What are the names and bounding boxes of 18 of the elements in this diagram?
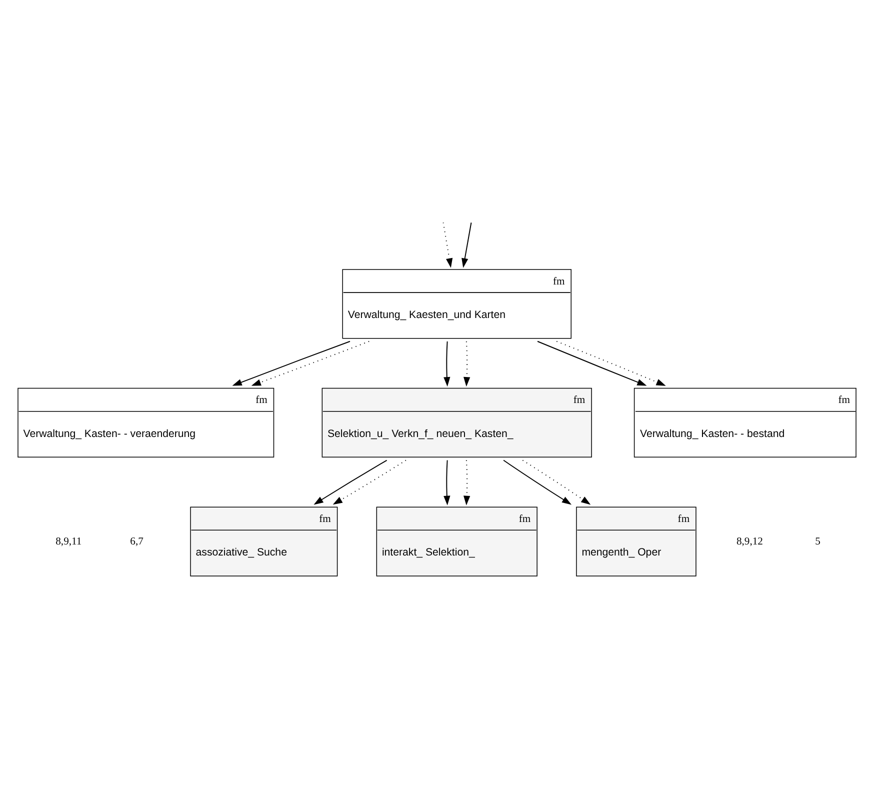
arrow <box>556 340 666 386</box>
arrow <box>503 460 572 505</box>
arrow <box>251 340 370 386</box>
arrow <box>232 340 350 386</box>
label: 6,7 <box>130 536 144 548</box>
label: 8,9,11 <box>56 536 82 548</box>
arrow <box>444 340 450 387</box>
arrow <box>464 340 470 387</box>
arrow <box>464 460 470 506</box>
arrow <box>314 460 388 505</box>
arrow <box>444 460 450 506</box>
arrow <box>332 460 406 505</box>
arrow <box>462 222 472 268</box>
label: 8,9,12 <box>736 536 763 548</box>
arrow <box>522 460 591 505</box>
label: 5 <box>815 536 820 548</box>
arrow <box>442 222 453 268</box>
arrow <box>537 340 647 386</box>
